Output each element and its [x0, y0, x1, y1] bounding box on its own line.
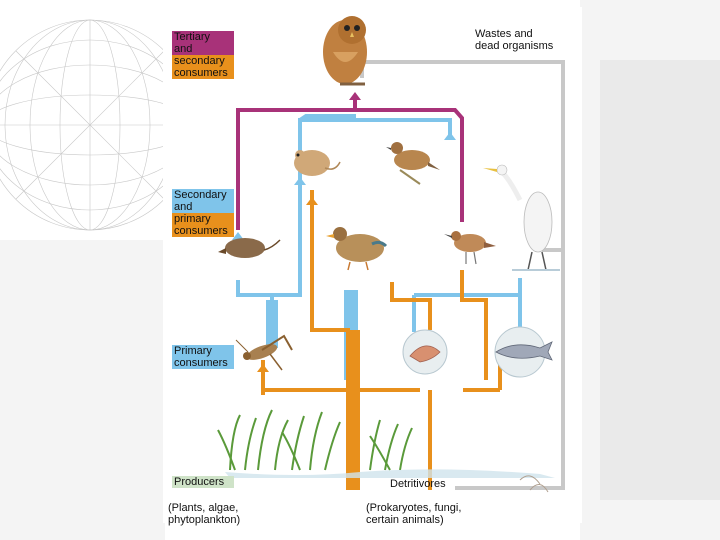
label-secondary-line-1: Secondary [172, 189, 234, 201]
label-wastes-line-1: Wastes and [475, 28, 533, 40]
label-secondary-consumers: Secondary and primary consumers [172, 189, 234, 237]
mouse-icon [294, 150, 341, 176]
secondary-arrows [257, 197, 318, 372]
label-producers-title: Producers [172, 476, 234, 488]
label-wastes-line-2: dead organisms [475, 40, 554, 52]
label-producers: Producers [172, 476, 234, 488]
egret-icon [483, 164, 560, 271]
sandpiper-icon [444, 231, 496, 265]
label-detritivores-sub-1: (Prokaryotes, fungi, [366, 502, 462, 514]
label-producers-sub: (Plants, algae, phytoplankton) [168, 502, 240, 526]
primary-flow-lines [236, 114, 522, 340]
label-primary-line-1: Primary [172, 345, 234, 357]
label-tertiary-line-3: secondary [172, 55, 234, 67]
label-primary-line-2: consumers [172, 357, 234, 369]
grasshopper-icon [235, 334, 293, 371]
label-secondary-line-3: primary [172, 213, 234, 225]
duck-icon [326, 227, 388, 271]
label-detritivores: Detritivores [390, 478, 446, 490]
detritus-icon [519, 475, 549, 493]
label-secondary-line-4: consumers [172, 225, 234, 237]
background-panel-right-inner [600, 60, 720, 500]
fish-icon [495, 341, 553, 361]
label-producers-sub-1: (Plants, algae, [168, 502, 239, 514]
label-tertiary-line-1: Tertiary [172, 31, 234, 43]
grass-icon [217, 409, 413, 471]
secondary-trunk-bar [346, 330, 360, 490]
primary-arrows [232, 132, 456, 240]
shrimp-icon [409, 345, 441, 363]
label-tertiary-consumers: Tertiary and secondary consumers [172, 31, 234, 79]
label-producers-sub-2: phytoplankton) [168, 514, 241, 526]
label-secondary-line-2: and [172, 201, 234, 213]
background-panel-left [0, 240, 165, 540]
sparrow-icon [386, 142, 440, 185]
tertiary-arrow [349, 92, 361, 100]
primary-trunk-bar [266, 300, 278, 348]
shrew-icon [218, 238, 281, 258]
label-primary-consumers: Primary consumers [172, 345, 234, 369]
label-wastes: Wastes and dead organisms [475, 28, 553, 52]
water-surface [225, 469, 555, 478]
label-detritivores-sub-2: certain animals) [366, 514, 444, 526]
label-tertiary-line-2: and [172, 43, 234, 55]
label-detritivores-sub: (Prokaryotes, fungi, certain animals) [366, 502, 461, 526]
owl-icon [323, 16, 367, 86]
label-tertiary-line-4: consumers [172, 67, 234, 79]
